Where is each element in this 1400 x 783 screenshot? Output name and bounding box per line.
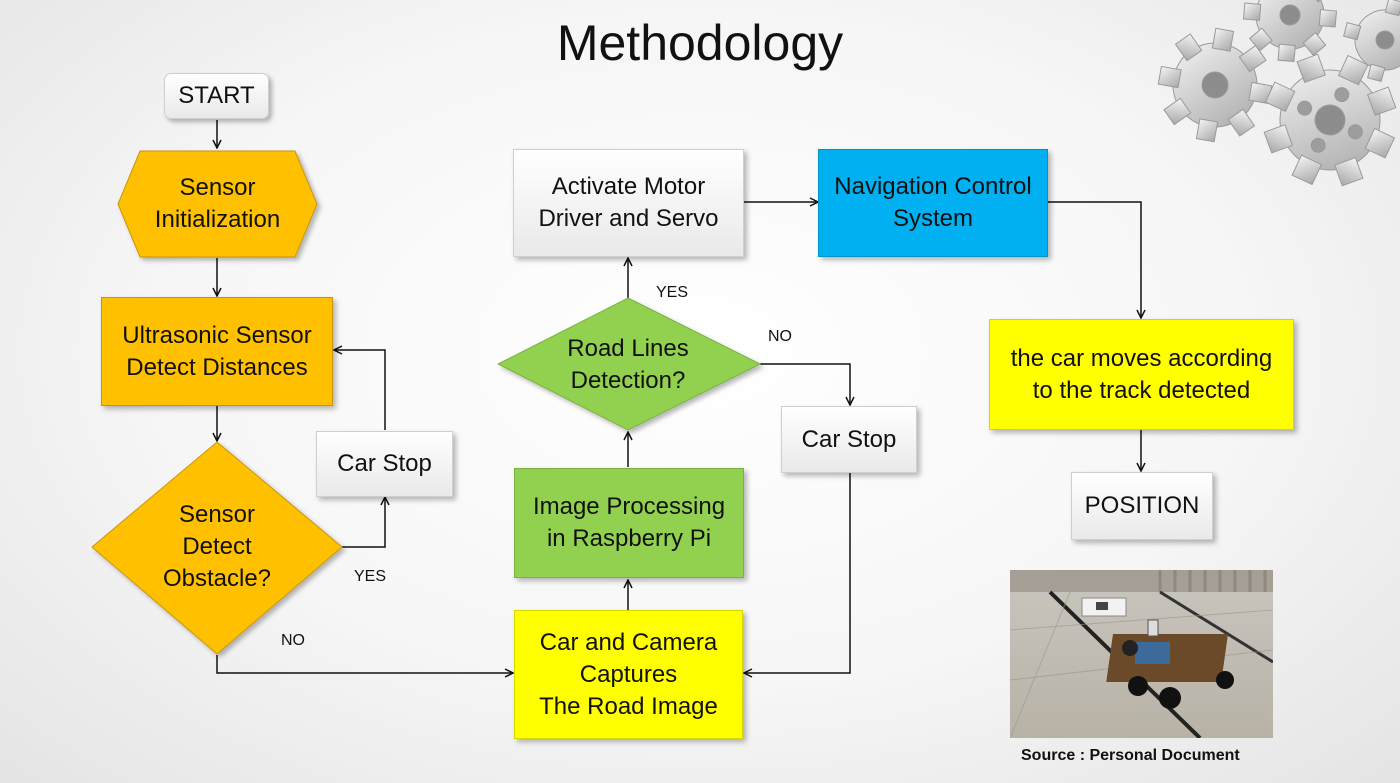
page-title: Methodology xyxy=(556,15,844,71)
gear-icon xyxy=(1242,0,1338,63)
arrow-carstop-to-capture xyxy=(744,473,851,673)
ultrasonic-node: Ultrasonic Sensor Detect Distances xyxy=(101,297,333,406)
arrow-carstop-to-ultrasonic xyxy=(334,350,386,430)
gear-icon xyxy=(1263,53,1397,187)
position-node: POSITION xyxy=(1071,472,1213,540)
source-caption: Source : Personal Document xyxy=(1021,747,1240,764)
obstacle-yes-label: YES xyxy=(354,568,387,585)
robot-car-photo xyxy=(1010,570,1273,738)
road-lines-label: Road Lines Detection? xyxy=(567,335,689,394)
road-yes-label: YES xyxy=(656,284,689,301)
car-moves-node: the car moves according to the track det… xyxy=(989,319,1294,430)
camera-capture-node: Car and Camera Captures The Road Image xyxy=(514,610,743,739)
sensor-init-hexagon xyxy=(117,150,318,258)
road-no-label: NO xyxy=(768,328,792,345)
sensor-init-label: Sensor Initialization xyxy=(154,174,281,233)
gear-icon xyxy=(1157,27,1273,143)
obstacle-diamond xyxy=(91,441,343,655)
start-node: START xyxy=(164,73,269,119)
activate-motor-node: Activate Motor Driver and Servo xyxy=(513,149,744,257)
car-stop-left-node: Car Stop xyxy=(316,431,453,497)
road-lines-diamond xyxy=(496,297,762,431)
gear-icon xyxy=(1342,0,1400,83)
arrow-obstacle-yes xyxy=(342,497,385,548)
navigation-node: Navigation Control System xyxy=(818,149,1048,257)
arrow-obstacle-no xyxy=(216,655,513,673)
obstacle-no-label: NO xyxy=(281,632,305,649)
arrow-road-no xyxy=(760,363,850,405)
image-processing-node: Image Processing in Raspberry Pi xyxy=(514,468,744,578)
arrow-navigation-to-moves xyxy=(1048,201,1141,318)
car-stop-mid-node: Car Stop xyxy=(781,406,917,473)
obstacle-label: Sensor Detect Obstacle? xyxy=(162,501,272,592)
